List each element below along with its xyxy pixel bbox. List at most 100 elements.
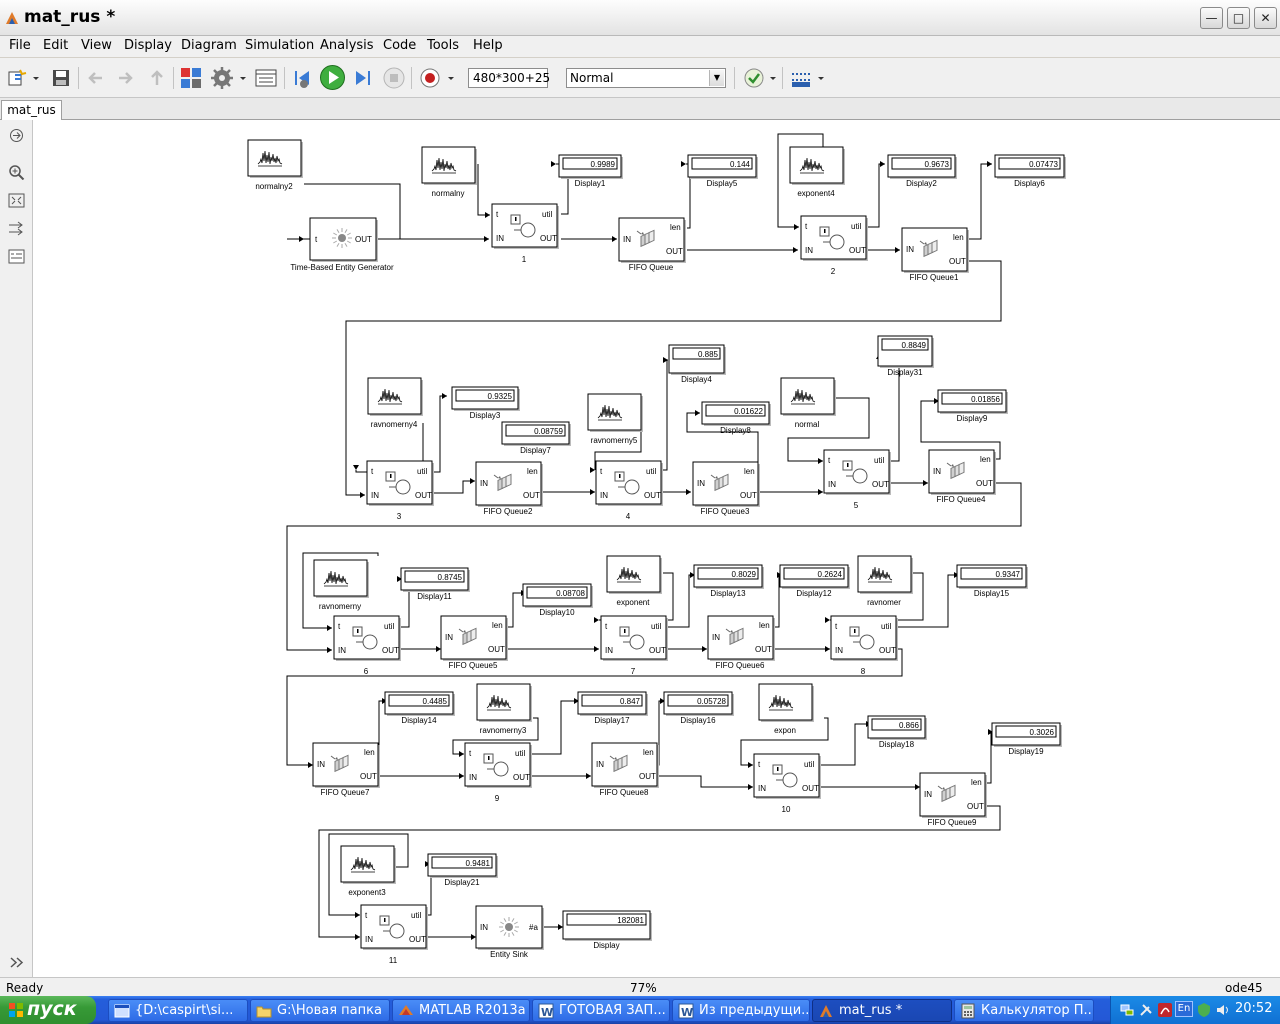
menu-view[interactable]: View — [81, 38, 112, 53]
close-button[interactable]: ✕ — [1254, 7, 1277, 29]
fit-to-view-icon[interactable] — [8, 193, 25, 208]
start-button[interactable]: пуск — [0, 996, 96, 1024]
library-browser-icon[interactable] — [179, 66, 203, 90]
security-shield-icon[interactable] — [1196, 1002, 1212, 1018]
simulation-mode-select[interactable]: Normal ▼ — [566, 68, 726, 88]
generator-block[interactable]: normal — [780, 377, 836, 429]
generator-block[interactable]: ravnomer — [857, 555, 913, 607]
menu-file[interactable]: File — [9, 38, 31, 53]
display-value: 182081 — [617, 916, 644, 925]
maximize-button[interactable]: □ — [1227, 7, 1250, 29]
generator-block[interactable]: exponent — [606, 555, 662, 607]
clock[interactable]: 20:52 — [1235, 1001, 1273, 1016]
expand-palette-icon[interactable] — [8, 955, 25, 970]
save-icon[interactable] — [49, 66, 73, 90]
model-advisor-check-icon[interactable] — [742, 66, 766, 90]
settings-dropdown-icon[interactable] — [238, 66, 248, 90]
solver-name[interactable]: ode45 — [1225, 981, 1263, 995]
port-label: OUT — [872, 480, 889, 489]
generator-block[interactable]: expon — [758, 683, 814, 735]
menu-analysis[interactable]: Analysis — [320, 38, 374, 53]
task-mat-rus[interactable]: mat_rus * — [812, 999, 952, 1022]
volume-icon[interactable] — [1215, 1002, 1231, 1018]
forward-icon[interactable] — [113, 66, 137, 90]
build-icon[interactable] — [789, 66, 813, 90]
language-indicator[interactable]: En — [1175, 1001, 1193, 1017]
model-canvas[interactable]: normalny2 normalny exponent4 ravnomerny4 rav… — [33, 120, 1280, 977]
network-icon[interactable] — [1119, 1002, 1135, 1018]
task-caspirt[interactable]: {D:\caspirt\si... — [108, 999, 248, 1022]
menu-bar: File Edit View Display Diagram Simulatio… — [0, 36, 1280, 57]
run-icon[interactable] — [319, 64, 346, 91]
zoom-icon[interactable] — [8, 165, 25, 180]
up-icon[interactable] — [145, 66, 169, 90]
menu-edit[interactable]: Edit — [43, 38, 69, 53]
step-forward-icon[interactable] — [351, 66, 375, 90]
stop-icon[interactable] — [382, 66, 406, 90]
generator-block[interactable]: normalny2 — [247, 139, 303, 191]
hide-show-browser-icon[interactable] — [8, 128, 25, 143]
generator-block[interactable]: ravnomerny3 — [476, 683, 532, 735]
task-calculator[interactable]: Калькулятор П... — [954, 999, 1094, 1022]
task-matlab[interactable]: MATLAB R2013a — [392, 999, 530, 1022]
advisor-dropdown-icon[interactable] — [768, 66, 778, 90]
generator-label: expon — [774, 726, 796, 735]
generator-block[interactable]: normalny — [421, 146, 477, 198]
settings-gear-icon[interactable] — [210, 66, 234, 90]
menu-diagram[interactable]: Diagram — [181, 38, 237, 53]
generator-block[interactable]: ravnomerny — [313, 559, 369, 611]
tab-mat-rus[interactable]: mat_rus — [1, 100, 62, 120]
chevron-down-icon[interactable]: ▼ — [709, 70, 724, 86]
generator-block[interactable]: ravnomerny4 — [367, 377, 423, 429]
tools-icon[interactable] — [1138, 1002, 1154, 1018]
step-back-icon[interactable] — [290, 66, 314, 90]
pdf-reader-icon[interactable] — [1157, 1002, 1173, 1018]
generator-block[interactable]: exponent4 — [789, 146, 845, 198]
menu-display[interactable]: Display — [124, 38, 172, 53]
new-dropdown-icon[interactable] — [31, 66, 41, 90]
annotation-icon[interactable] — [8, 249, 25, 264]
task-folder[interactable]: G:\Новая папка — [250, 999, 390, 1022]
menu-help[interactable]: Help — [473, 38, 503, 53]
model-explorer-icon[interactable] — [254, 66, 278, 90]
menu-tools[interactable]: Tools — [427, 38, 460, 53]
back-icon[interactable] — [84, 66, 108, 90]
generator-block[interactable]: ravnomerny5 — [587, 393, 643, 445]
generator-block[interactable]: exponent3 — [340, 845, 396, 897]
menu-code[interactable]: Code — [383, 38, 417, 53]
build-dropdown-icon[interactable] — [816, 66, 826, 90]
minimize-button[interactable]: — — [1200, 7, 1223, 29]
record-dropdown-icon[interactable] — [446, 66, 456, 90]
stop-time-input[interactable]: 480*300+25 — [468, 68, 550, 88]
menu-simulation[interactable]: Simulation — [245, 38, 315, 53]
record-icon[interactable] — [418, 66, 442, 90]
arrow-direction-icon[interactable] — [8, 221, 25, 236]
new-model-icon[interactable] — [6, 66, 30, 90]
